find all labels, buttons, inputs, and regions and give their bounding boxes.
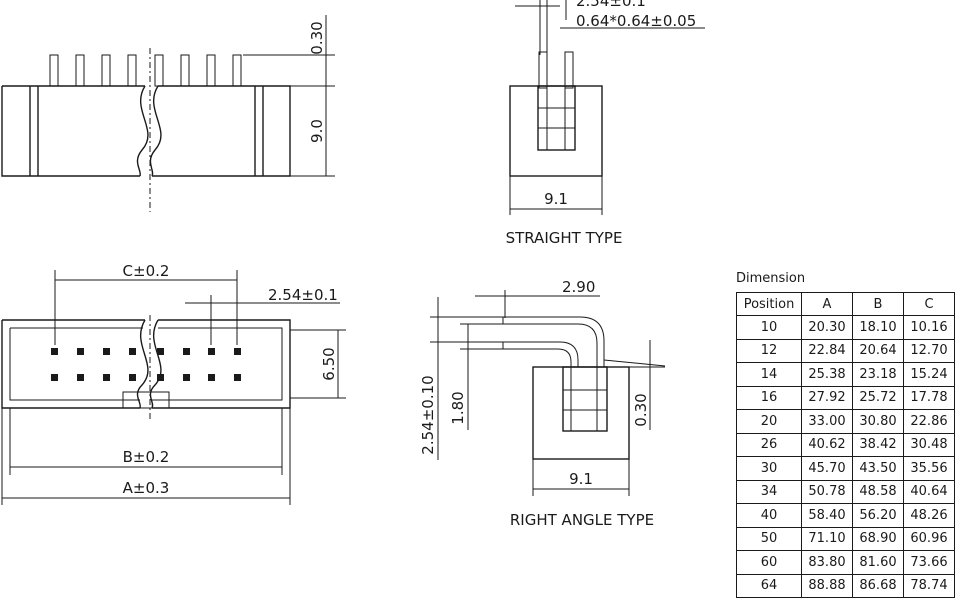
header-position: Position	[736, 292, 802, 316]
side-view-pins	[49, 54, 242, 87]
cell-position: 60	[736, 550, 802, 575]
dim-180: 1.80	[449, 391, 467, 424]
cell-value: 73.66	[903, 550, 955, 575]
header-c: C	[903, 292, 955, 316]
dim-pin-size: 0.64*0.64±0.05	[576, 12, 696, 30]
dim-c: C±0.2	[123, 262, 170, 280]
dim-90-side: 9.0	[308, 119, 326, 143]
cell-value: 88.88	[801, 573, 853, 598]
cell-value: 40.62	[801, 432, 853, 457]
cell-position: 40	[736, 503, 802, 528]
cell-value: 48.58	[852, 479, 904, 504]
dim-b: B±0.2	[123, 448, 170, 466]
right-angle-type-caption: RIGHT ANGLE TYPE	[510, 511, 654, 529]
cell-value: 45.70	[801, 456, 853, 481]
header-a: A	[801, 292, 853, 316]
dimension-table-title: Dimension	[736, 271, 806, 286]
dim-a: A±0.3	[123, 479, 170, 497]
cell-value: 56.20	[852, 503, 904, 528]
cell-position: 12	[736, 338, 802, 363]
right-angle-type-view: 2.90 0.30 2.54±0.10 1.80 9.1 RIGHT ANGLE…	[419, 278, 666, 529]
cell-value: 27.92	[801, 385, 853, 410]
cell-value: 17.78	[903, 385, 955, 410]
side-view: 0.30 9.0	[1, 15, 335, 212]
cell-value: 20.30	[801, 315, 853, 340]
dim-pitch: 2.54±0.1	[268, 286, 338, 304]
dim-91-ra: 9.1	[569, 470, 593, 488]
cell-value: 33.00	[801, 409, 853, 434]
dim-030-side: 0.30	[308, 21, 326, 54]
cell-position: 26	[736, 432, 802, 457]
cell-value: 15.24	[903, 362, 955, 387]
cell-position: 20	[736, 409, 802, 434]
cell-position: 30	[736, 456, 802, 481]
dim-pitch-top-partial: 2.54±0.1	[576, 0, 646, 10]
cell-value: 58.40	[801, 503, 853, 528]
cell-position: 14	[736, 362, 802, 387]
header-b: B	[852, 292, 904, 316]
cell-value: 30.80	[852, 409, 904, 434]
cell-value: 25.72	[852, 385, 904, 410]
dim-290: 2.90	[562, 278, 595, 296]
dim-91-straight: 9.1	[544, 190, 568, 208]
cell-value: 60.96	[903, 526, 955, 551]
cell-value: 25.38	[801, 362, 853, 387]
straight-type-view: 2.54±0.1 0.64*0.64±0.05 9.1 STRAIGHT TYP…	[506, 0, 705, 247]
cell-value: 23.18	[852, 362, 904, 387]
cell-value: 12.70	[903, 338, 955, 363]
cell-value: 43.50	[852, 456, 904, 481]
cell-value: 81.60	[852, 550, 904, 575]
cell-value: 78.74	[903, 573, 955, 598]
cell-value: 71.10	[801, 526, 853, 551]
top-view: C±0.2 2.54±0.1	[1, 262, 346, 505]
cell-value: 83.80	[801, 550, 853, 575]
cell-value: 38.42	[852, 432, 904, 457]
cell-value: 68.90	[852, 526, 904, 551]
cell-value: 22.84	[801, 338, 853, 363]
cell-position: 10	[736, 315, 802, 340]
cell-value: 40.64	[903, 479, 955, 504]
cell-position: 64	[736, 573, 802, 598]
straight-type-caption: STRAIGHT TYPE	[506, 229, 623, 247]
cell-position: 34	[736, 479, 802, 504]
cell-value: 20.64	[852, 338, 904, 363]
table-header-row: Position A B C	[736, 292, 955, 316]
dim-650: 6.50	[320, 347, 338, 380]
cell-value: 50.78	[801, 479, 853, 504]
cell-value: 10.16	[903, 315, 955, 340]
top-view-pins	[51, 348, 241, 381]
cell-value: 18.10	[852, 315, 904, 340]
cell-value: 48.26	[903, 503, 955, 528]
cell-position: 50	[736, 526, 802, 551]
cell-value: 30.48	[903, 432, 955, 457]
cell-value: 86.68	[852, 573, 904, 598]
cell-position: 16	[736, 385, 802, 410]
cell-value: 35.56	[903, 456, 955, 481]
cell-value: 22.86	[903, 409, 955, 434]
dim-030-ra: 0.30	[632, 393, 650, 426]
dim-254-vertical: 2.54±0.10	[419, 375, 437, 454]
